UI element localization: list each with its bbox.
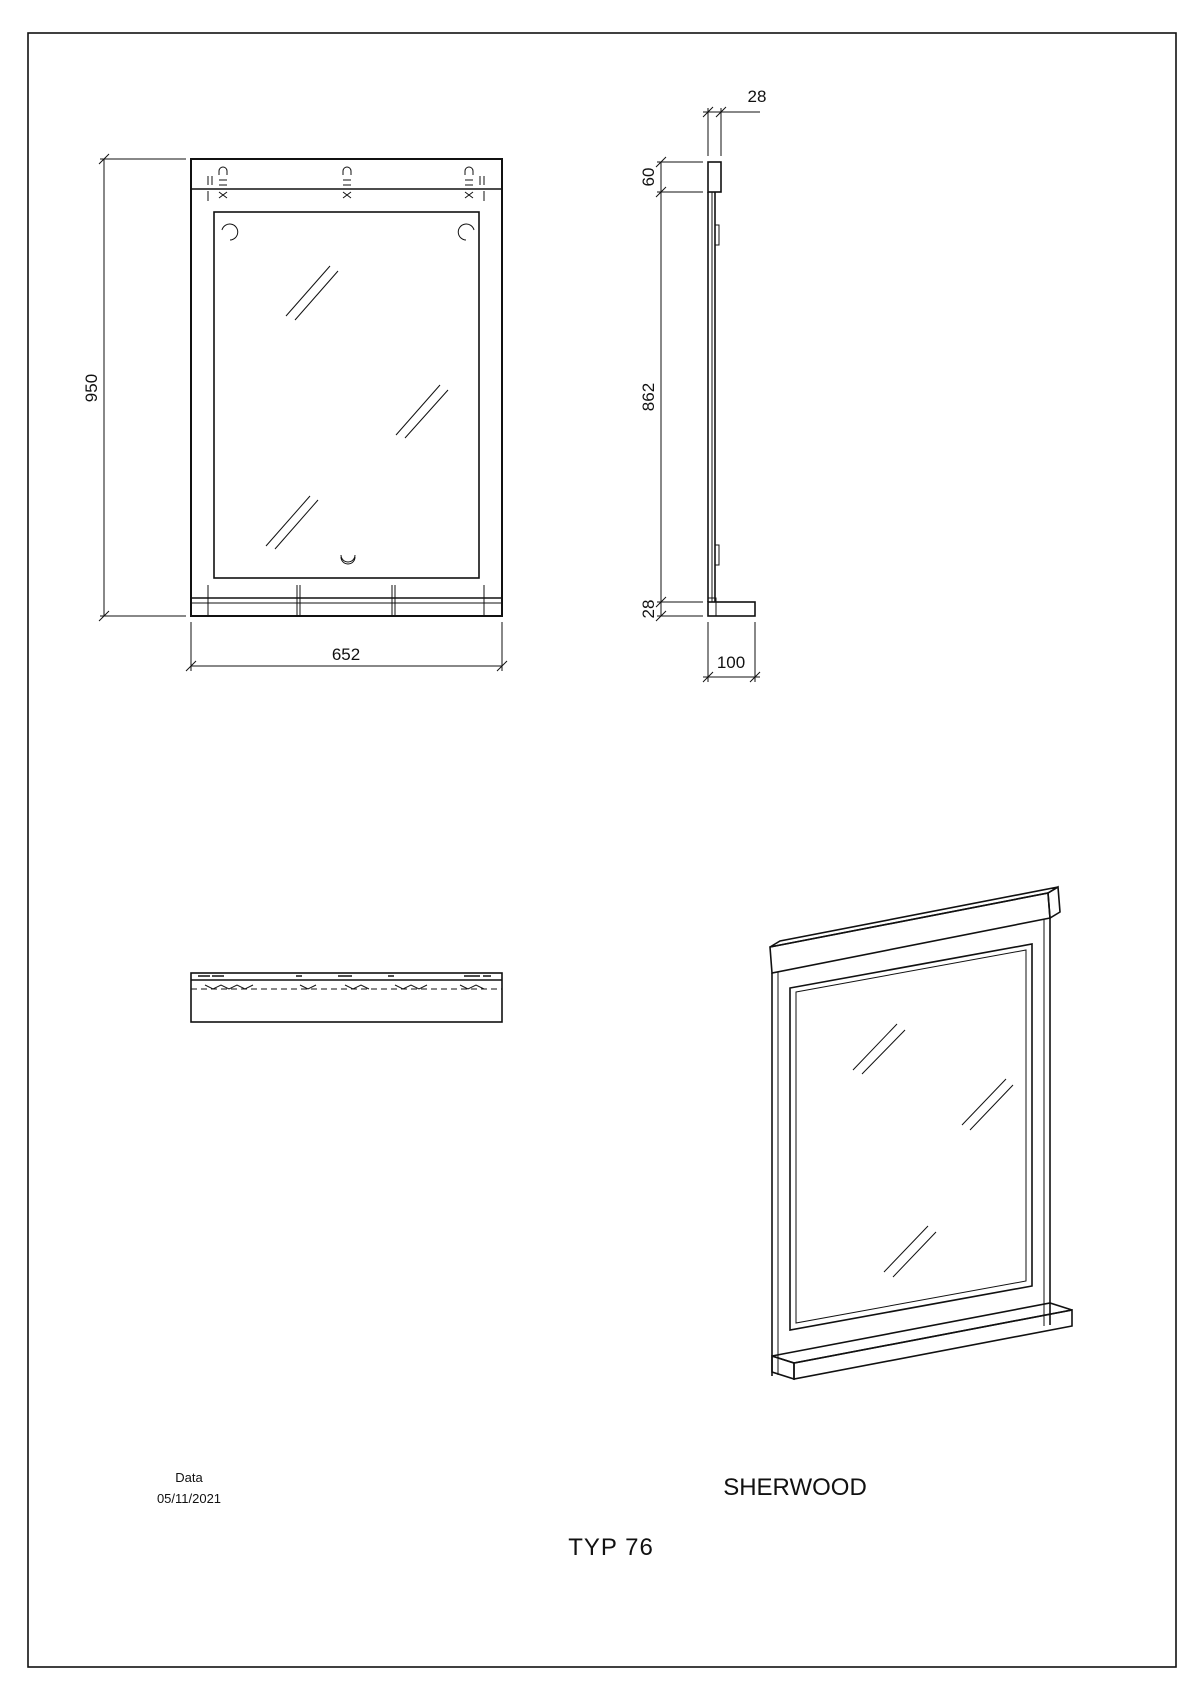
date-label: Data — [175, 1470, 203, 1485]
product-name: SHERWOOD — [723, 1474, 867, 1501]
side-top-block-label: 60 — [639, 168, 658, 187]
iso-shelf-front — [771, 1354, 795, 1381]
front-mirror-glass — [213, 211, 480, 579]
side-vertical-dimensions: 60 862 28 — [639, 156, 703, 622]
front-bottom-hardware — [207, 585, 485, 615]
front-height-label: 950 — [82, 374, 101, 402]
side-top-depth-dimension: 28 — [702, 87, 767, 156]
date-value: 05/11/2021 — [157, 1491, 221, 1506]
iso-crown-top — [769, 886, 1059, 948]
title-block: Data 05/11/2021 SHERWOOD TYP 76 — [157, 1470, 867, 1561]
front-glass-reflections — [265, 265, 449, 550]
side-clip-top — [714, 224, 720, 246]
side-shelf-thick-label: 28 — [639, 600, 658, 619]
front-width-label: 652 — [332, 645, 360, 664]
top-view-outline — [190, 972, 503, 1023]
side-shelf — [707, 601, 756, 617]
iso-shelf-edge — [793, 1309, 1073, 1380]
front-top-hardware — [207, 166, 485, 201]
front-view: 950 652 — [82, 153, 508, 672]
iso-crown-side — [1047, 885, 1061, 920]
front-height-dimension: 950 — [82, 153, 186, 622]
side-clip-bottom — [714, 544, 720, 566]
side-top-block — [707, 161, 722, 193]
side-shelf-depth-dimension: 100 — [702, 622, 761, 683]
front-width-dimension: 652 — [185, 622, 508, 672]
sheet-border — [27, 32, 1177, 1668]
side-top-depth-label: 28 — [748, 87, 767, 106]
side-shelf-depth-label: 100 — [717, 653, 745, 672]
iso-glass-outer — [789, 943, 1033, 1331]
iso-glass-inner — [795, 949, 1027, 1324]
front-outer-frame — [190, 158, 503, 617]
front-mirror-clips — [221, 223, 475, 565]
side-view: 28 60 862 28 100 — [639, 87, 767, 683]
iso-glass-reflections — [852, 1023, 1014, 1278]
top-view — [190, 972, 503, 1023]
isometric-view — [769, 885, 1073, 1381]
side-body-label: 862 — [639, 383, 658, 411]
iso-crown-front — [769, 892, 1051, 974]
type-label: TYP 76 — [568, 1534, 654, 1561]
